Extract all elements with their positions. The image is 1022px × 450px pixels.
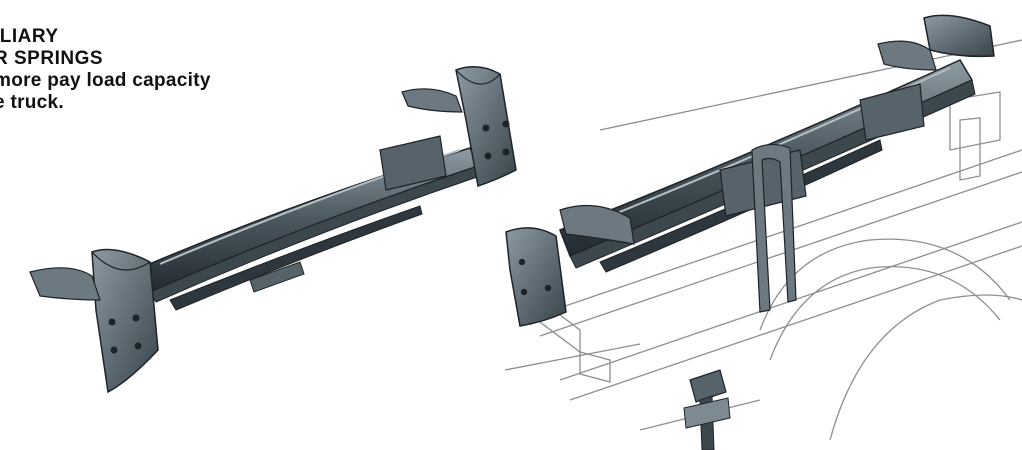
caption-line-3: more pay load capacity xyxy=(0,70,211,91)
caption-line-2: R SPRINGS xyxy=(0,48,104,69)
caption-line-4: e truck. xyxy=(0,92,64,113)
right-leaf-spring xyxy=(505,14,995,450)
caption-line-1: ILIARY xyxy=(0,26,59,47)
left-leaf-spring xyxy=(29,66,517,394)
caption-block: ILIARY R SPRINGS more pay load capacity … xyxy=(0,26,211,114)
